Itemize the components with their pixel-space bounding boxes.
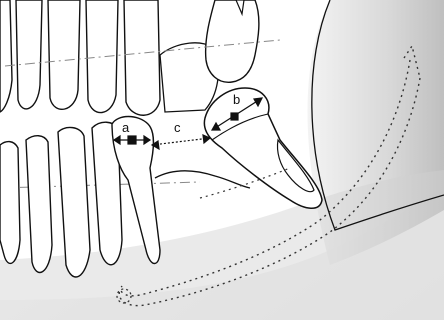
lower-tooth-1 <box>0 142 20 264</box>
upper-teeth <box>0 0 160 115</box>
measurement-a <box>114 136 150 144</box>
lower-third-molar <box>204 88 322 208</box>
label-c: c <box>174 120 181 135</box>
label-b: b <box>233 92 240 107</box>
upper-tooth-3 <box>48 0 80 109</box>
measurement-c <box>152 135 210 149</box>
label-a: a <box>122 120 130 135</box>
upper-tooth-5 <box>124 0 160 115</box>
lower-tooth-3 <box>58 127 90 277</box>
alveolar-crest <box>155 171 250 188</box>
measure-c-line <box>152 138 210 145</box>
upper-tooth-2 <box>16 0 42 109</box>
upper-tooth-1 <box>0 0 12 112</box>
measure-b-marker <box>231 113 238 120</box>
upper-tooth-4 <box>86 0 118 113</box>
measure-a-marker <box>128 136 136 144</box>
upper-third-molar <box>206 0 259 82</box>
lower-tooth-2 <box>26 136 52 273</box>
